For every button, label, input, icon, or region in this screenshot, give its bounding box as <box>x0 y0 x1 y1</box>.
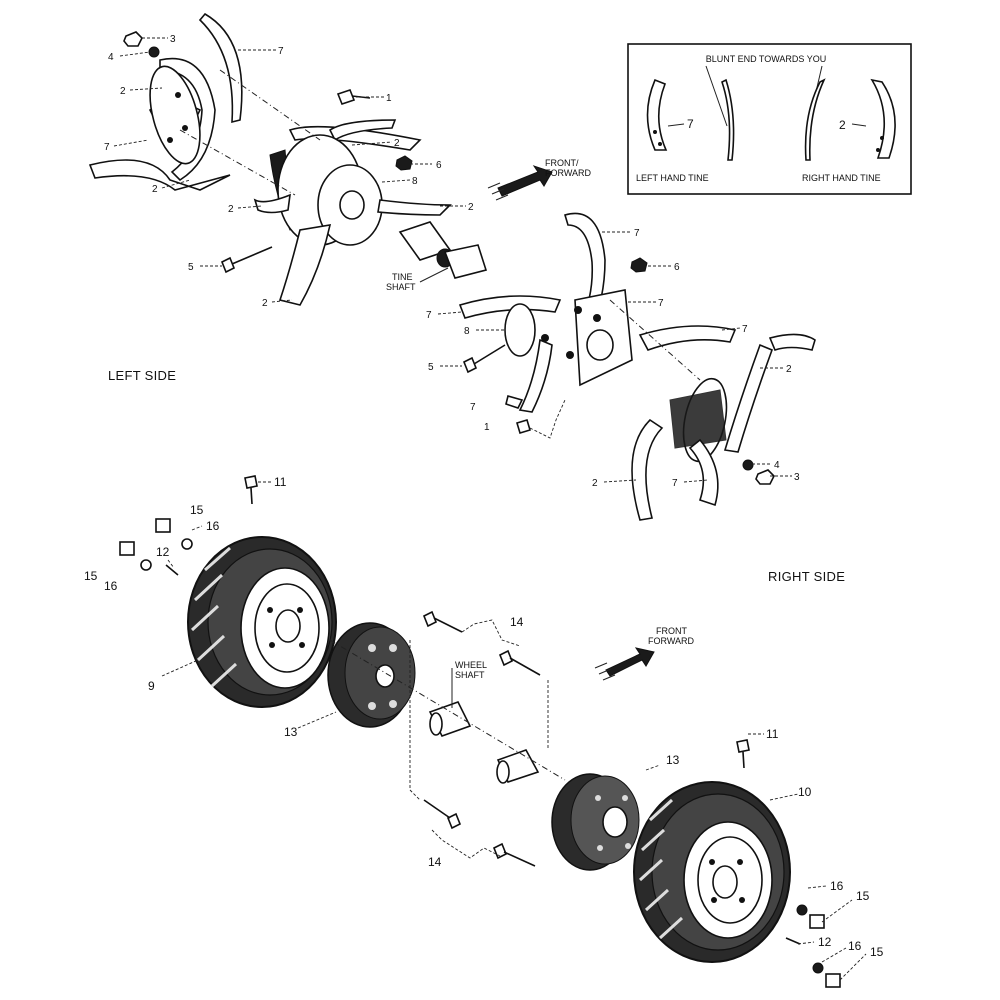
washer-icon <box>181 538 193 550</box>
right-hand-tine-label: RIGHT HAND TINE <box>802 173 881 183</box>
inset-left-number: 7 <box>687 117 694 131</box>
nut-icon <box>155 518 171 533</box>
bolt-icon <box>492 842 508 860</box>
callout-number: 7 <box>634 228 640 239</box>
bolt-icon <box>516 419 531 434</box>
callout-number: 15 <box>870 945 884 959</box>
nut-icon <box>825 973 841 988</box>
callout-number: 2 <box>394 138 400 149</box>
callout-number: 5 <box>428 362 434 373</box>
left-wheel <box>187 536 337 708</box>
callout-number: 7 <box>470 402 476 413</box>
right-side-label: RIGHT SIDE <box>768 569 845 584</box>
bolt-icon <box>446 812 462 830</box>
callout-number: 3 <box>794 472 800 483</box>
nut-icon <box>395 155 413 171</box>
callout-number: 2 <box>120 86 126 97</box>
callout-number: 2 <box>786 364 792 375</box>
callout-number: 2 <box>468 202 474 213</box>
callout-number: 10 <box>798 785 812 799</box>
wheel-shaft <box>428 701 540 784</box>
inset-right-number: 2 <box>839 118 846 132</box>
nut-icon <box>119 541 135 556</box>
callout-number: 14 <box>428 855 442 869</box>
callout-number: 4 <box>774 460 780 471</box>
callout-number: 6 <box>436 160 442 171</box>
bolt-icon <box>220 256 236 274</box>
callout-number: 7 <box>278 46 284 57</box>
callout-number: 16 <box>848 939 862 953</box>
right-wheel-assembly <box>551 739 841 988</box>
blunt-end-label: BLUNT END TOWARDS YOU <box>706 54 827 64</box>
callout-number: 6 <box>674 262 680 273</box>
callout-number: 2 <box>228 204 234 215</box>
bolt-icon <box>736 739 750 753</box>
right-tine-assembly <box>458 212 816 521</box>
left-wheel-assembly <box>119 475 566 867</box>
callout-number: 5 <box>188 262 194 273</box>
washer-icon <box>812 962 824 974</box>
callout-number: 7 <box>742 324 748 335</box>
callout-number: 7 <box>104 142 110 153</box>
nut-icon <box>755 469 775 485</box>
bolt-icon <box>422 610 438 628</box>
callout-number: 11 <box>766 727 779 741</box>
callout-number: 12 <box>156 545 170 559</box>
washer-icon <box>742 459 754 471</box>
left-tine-assembly <box>88 12 488 306</box>
bolt-icon <box>462 356 478 374</box>
left-side-label: LEFT SIDE <box>108 368 176 383</box>
callouts: 3 4 7 2 7 2 1 2 6 8 2 2 5 2 7 6 7 7 8 5 … <box>84 34 884 959</box>
right-wheel <box>633 781 791 963</box>
callout-number: 1 <box>386 93 392 104</box>
callout-number: 8 <box>464 326 470 337</box>
front-forward-arrow-upper: FRONT/FORWARD <box>487 158 591 201</box>
callout-number: 2 <box>262 298 268 309</box>
washer-icon <box>796 904 808 916</box>
callout-number: 15 <box>190 503 204 517</box>
callout-number: 16 <box>104 579 118 593</box>
callout-number: 7 <box>658 298 664 309</box>
callout-number: 14 <box>510 615 524 629</box>
callout-number: 4 <box>108 52 114 63</box>
washer-icon <box>148 46 160 58</box>
callout-number: 12 <box>818 935 832 949</box>
bolt-icon <box>244 475 258 489</box>
front-forward-upper-label: FRONT/FORWARD <box>545 158 591 178</box>
callout-number: 16 <box>206 519 220 533</box>
left-hand-tine-label: LEFT HAND TINE <box>636 173 709 183</box>
callout-number: 13 <box>666 753 680 767</box>
callout-number: 2 <box>152 184 158 195</box>
leader-lines <box>113 37 867 981</box>
callout-number: 3 <box>170 34 176 45</box>
callout-number: 1 <box>484 422 490 433</box>
nut-icon <box>809 914 825 929</box>
bolt-icon <box>498 649 514 667</box>
callout-number: 9 <box>148 679 155 693</box>
left-hub <box>327 622 416 728</box>
callout-number: 7 <box>672 478 678 489</box>
washer-icon <box>140 559 152 571</box>
bolt-icon <box>336 89 356 105</box>
callout-number: 13 <box>284 725 298 739</box>
callout-number: 16 <box>830 879 844 893</box>
callout-number: 8 <box>412 176 418 187</box>
callout-number: 11 <box>274 475 287 489</box>
callout-number: 15 <box>856 889 870 903</box>
nut-icon <box>123 31 143 47</box>
tine-shaft <box>398 221 488 279</box>
callout-number: 7 <box>426 310 432 321</box>
callout-number: 15 <box>84 569 98 583</box>
callout-number: 2 <box>592 478 598 489</box>
nut-icon <box>630 257 648 273</box>
right-hub <box>551 773 640 871</box>
tine-orientation-inset: BLUNT END TOWARDS YOU 7 2 LEFT HAND TINE… <box>627 43 912 195</box>
